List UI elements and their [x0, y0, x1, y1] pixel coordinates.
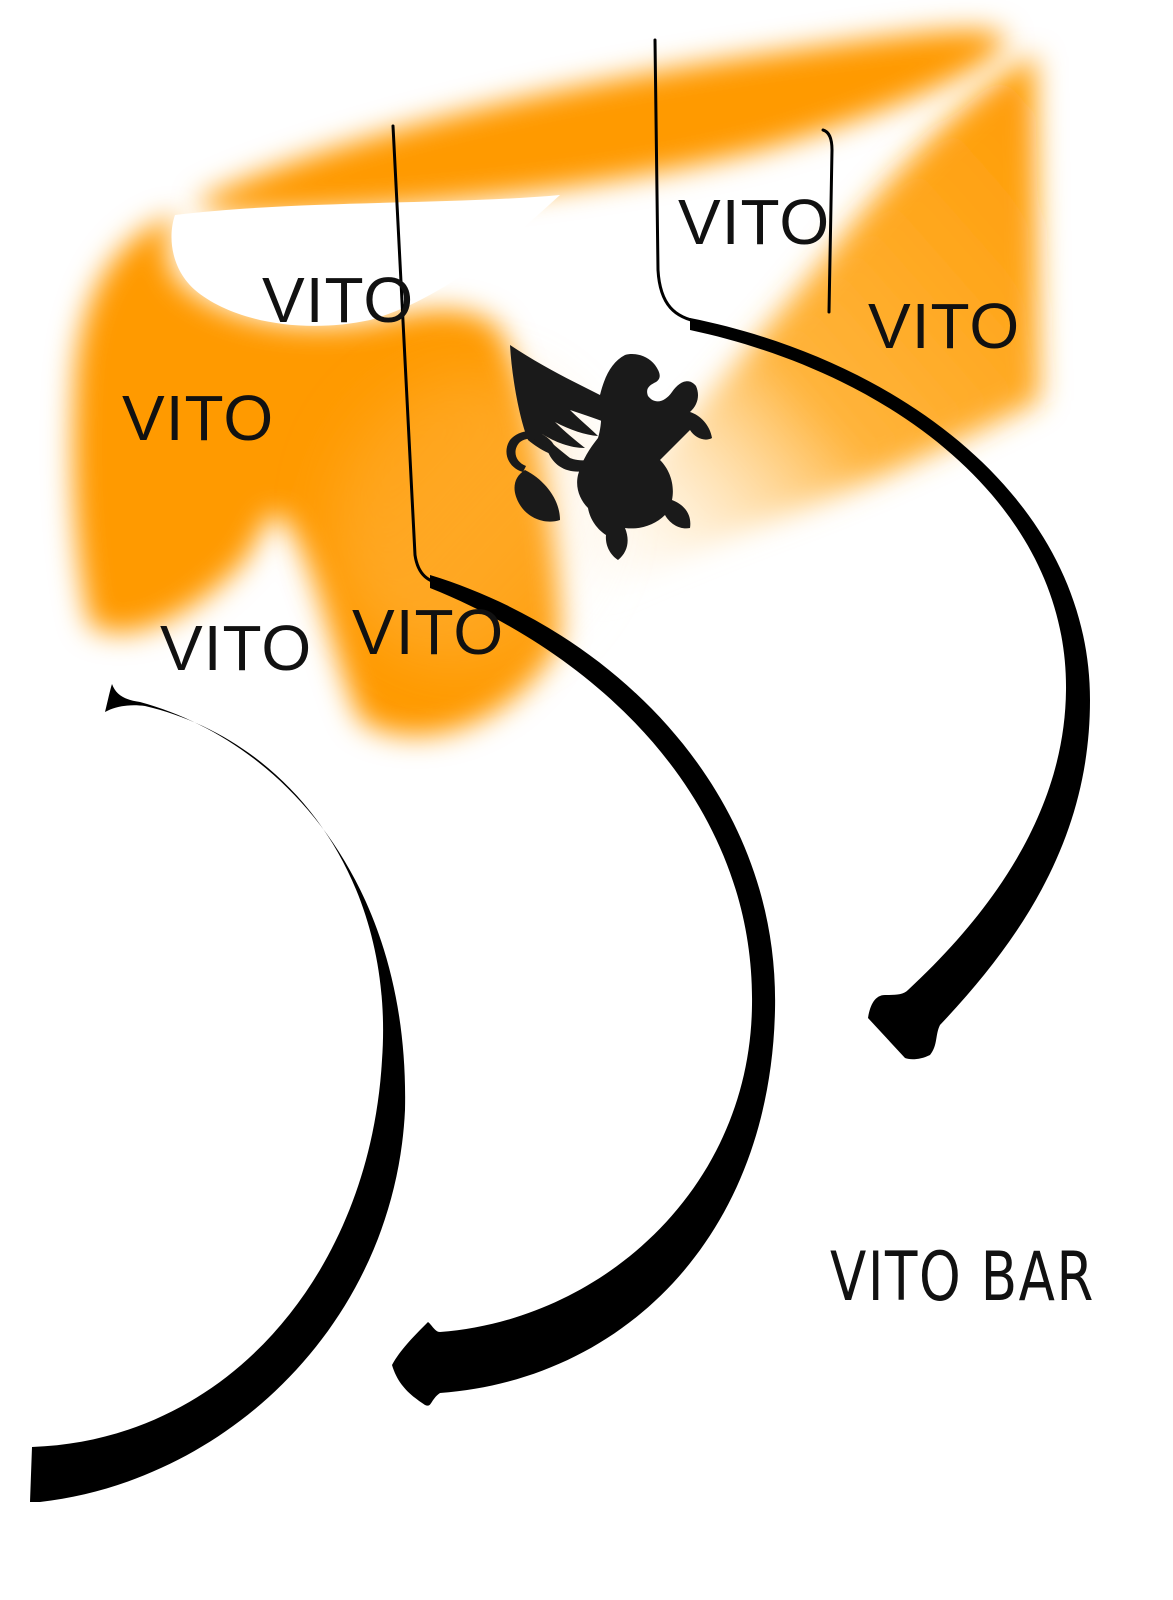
griffin-tail — [506, 431, 590, 472]
vito-label-5: VITO — [160, 612, 313, 684]
vito-label-4: VITO — [122, 382, 275, 454]
griffin-icon — [506, 345, 712, 560]
griffin-tail-tuft — [514, 470, 560, 522]
orange-band-right — [560, 55, 1040, 600]
vito-label-6: VITO — [352, 596, 505, 668]
vito-label-1: VITO — [262, 264, 415, 336]
vito-label-3: VITO — [868, 290, 1021, 362]
band-inner-cut — [171, 195, 560, 326]
strap-bracket-right — [821, 128, 834, 314]
brand-name: VITO BAR — [830, 1238, 1095, 1317]
vito-label-2: VITO — [678, 186, 831, 258]
hook-left — [30, 684, 406, 1502]
griffin-body — [577, 354, 712, 560]
orange-band-top — [199, 29, 1006, 214]
griffin-wing — [510, 345, 613, 458]
hooks — [30, 318, 1090, 1502]
